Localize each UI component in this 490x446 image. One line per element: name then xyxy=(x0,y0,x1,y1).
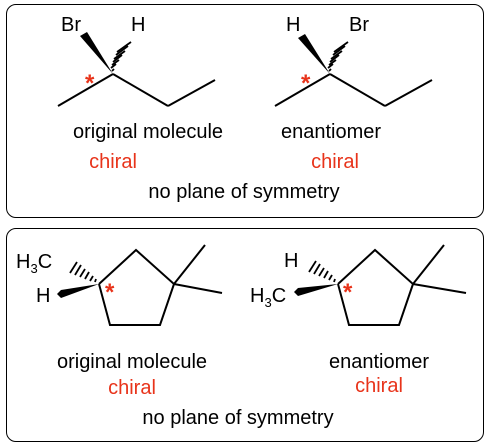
hydrogen-label: H xyxy=(36,285,50,307)
bottom-panel xyxy=(6,228,484,442)
molecule-3-structure: H3C H * xyxy=(16,244,223,326)
methyl-bond xyxy=(274,73,331,107)
methyl-label: H3C xyxy=(16,251,52,276)
bromine-label: Br xyxy=(349,14,369,36)
molecule-4-structure: H H3C * xyxy=(250,244,467,326)
wedge-bond xyxy=(294,284,338,296)
hashed-bond xyxy=(110,41,132,72)
hydrogen-label: H xyxy=(286,14,300,36)
ch2-bond xyxy=(112,73,169,107)
gem-methyl-bond-1 xyxy=(412,244,445,285)
ch2-bond xyxy=(329,73,386,107)
molecule-4-chiral-tag: chiral xyxy=(355,375,403,397)
molecule-1-chiral-tag: chiral xyxy=(89,151,137,173)
hashed-bond xyxy=(308,260,336,283)
methyl-label: H3C xyxy=(250,285,286,310)
molecule-3-chiral-tag: chiral xyxy=(108,377,156,399)
molecule-1-name: original molecule xyxy=(72,121,224,143)
molecule-4-name: enantiomer xyxy=(328,351,430,373)
cyclopentane-ring xyxy=(98,248,176,326)
hashed-bond xyxy=(69,261,97,283)
hydrogen-label: H xyxy=(131,14,145,36)
chiral-center-star: * xyxy=(105,279,115,306)
chiral-center-star: * xyxy=(85,70,95,97)
chiral-center-star: * xyxy=(343,279,353,306)
gem-methyl-bond-1 xyxy=(173,244,206,285)
ch3-bond xyxy=(167,79,216,107)
methyl-bond xyxy=(57,73,114,107)
hydrogen-label: H xyxy=(284,250,298,272)
wedge-bond xyxy=(298,34,330,74)
molecule-2-structure: H Br * xyxy=(274,14,433,107)
bottom-symmetry-note: no plane of symmetry xyxy=(142,407,334,429)
hashed-bond xyxy=(327,41,349,72)
top-symmetry-note: no plane of symmetry xyxy=(148,181,340,203)
wedge-bond xyxy=(80,32,113,74)
chiral-center-star: * xyxy=(301,70,311,97)
bromine-label: Br xyxy=(61,14,81,36)
cyclopentane-ring xyxy=(337,248,415,326)
gem-methyl-bond-2 xyxy=(412,283,467,294)
molecule-2-chiral-tag: chiral xyxy=(311,151,359,173)
wedge-bond xyxy=(57,284,99,298)
molecule-3-name: original molecule xyxy=(56,351,208,373)
gem-methyl-bond-2 xyxy=(173,283,223,294)
molecule-1-structure: Br H * xyxy=(57,14,216,107)
ch3-bond xyxy=(384,79,433,107)
molecule-2-name: enantiomer xyxy=(280,121,382,143)
